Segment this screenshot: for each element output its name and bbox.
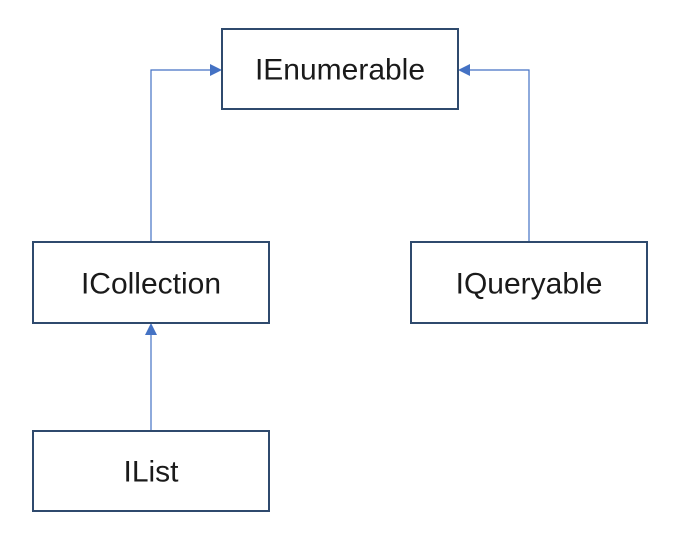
- node-ilist[interactable]: IList: [32, 430, 270, 512]
- node-ienumerable-box: [221, 28, 459, 110]
- node-ilist-box: [32, 430, 270, 512]
- arrowhead-ilist-icollection: [145, 323, 157, 335]
- edge-iqueryable-ienumerable: [468, 69, 530, 242]
- arrowhead-iqueryable-ienumerable: [458, 64, 470, 76]
- node-iqueryable[interactable]: IQueryable: [410, 241, 648, 324]
- node-ilist-label: IList: [123, 456, 179, 489]
- node-icollection-label: ICollection: [81, 268, 221, 301]
- node-icollection-box: [32, 241, 270, 324]
- node-iqueryable-box: [410, 241, 648, 324]
- node-ienumerable[interactable]: IEnumerable: [221, 28, 459, 110]
- connectors: [145, 64, 530, 431]
- node-icollection[interactable]: ICollection: [32, 241, 270, 324]
- node-ienumerable-label: IEnumerable: [255, 54, 425, 87]
- edge-icollection-ienumerable: [150, 69, 212, 242]
- node-iqueryable-label: IQueryable: [456, 268, 603, 301]
- arrowhead-icollection-ienumerable: [210, 64, 222, 76]
